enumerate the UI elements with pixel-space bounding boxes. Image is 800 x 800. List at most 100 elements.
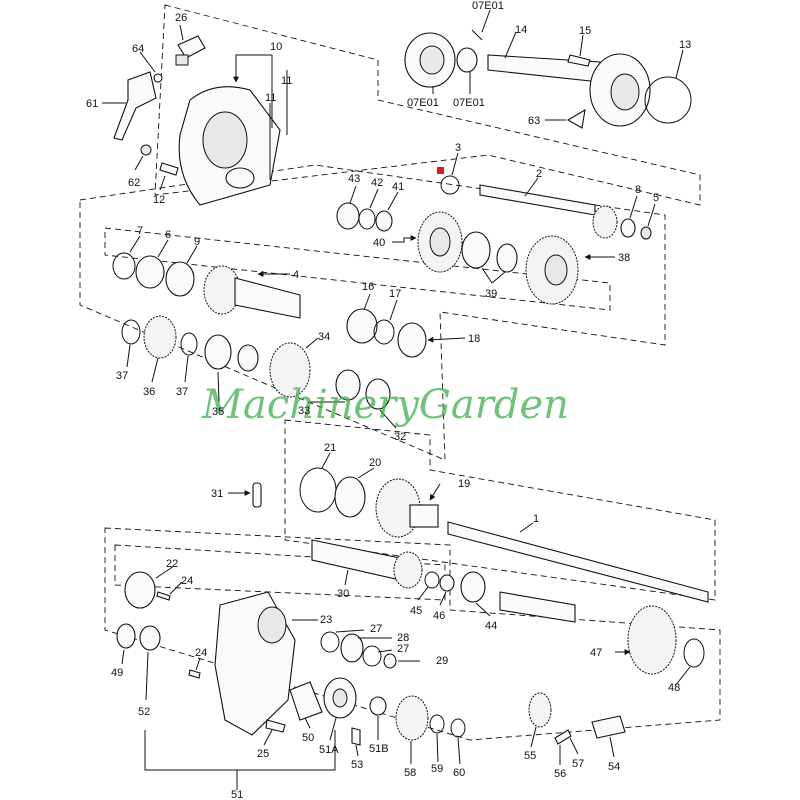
part-label-62: 62 (128, 177, 140, 189)
part-label-52: 52 (138, 706, 150, 718)
part-label-19: 19 (458, 478, 470, 490)
hub-flange-07e01 (404, 29, 483, 88)
part-label-56: 56 (554, 768, 566, 780)
part-label-38: 38 (618, 252, 630, 264)
part-label-27b: 27 (397, 643, 409, 655)
ring-37b (180, 332, 198, 356)
bearing-6 (135, 255, 165, 289)
bearing-33 (335, 369, 361, 401)
part-label-17: 17 (389, 288, 401, 300)
bearing-9 (165, 261, 195, 297)
gear-58 (395, 695, 429, 741)
part-label-12: 12 (153, 194, 165, 206)
input-shaft-4 (203, 265, 301, 319)
new-part-marker (437, 167, 444, 174)
ring-27a (320, 631, 340, 653)
bearing-35 (204, 334, 232, 370)
part-label-41: 41 (392, 181, 404, 193)
washer-46 (439, 574, 455, 592)
pin-15 (567, 54, 591, 67)
housing-23 (214, 591, 296, 736)
watermark: MachineryGarden (201, 382, 569, 428)
part-label-45: 45 (410, 605, 422, 617)
group-outline-top (154, 4, 701, 206)
part-label-2: 2 (536, 168, 542, 180)
snap-ring-3 (440, 175, 460, 195)
part-label-53: 53 (351, 759, 363, 771)
bracket-63 (566, 108, 586, 129)
part-label-23: 23 (320, 614, 332, 626)
part-label-20: 20 (369, 457, 381, 469)
part-label-25: 25 (257, 748, 269, 760)
part-label-37b: 37 (176, 386, 188, 398)
mainshaft-1 (447, 521, 709, 603)
bearing-49 (116, 623, 136, 649)
bearing-20 (334, 476, 366, 518)
ring-17 (373, 319, 395, 345)
part-label-44: 44 (485, 620, 497, 632)
shaft-44 (499, 591, 576, 623)
part-label-64: 64 (132, 43, 144, 55)
o-ring-13 (644, 76, 692, 124)
seal-51b (369, 696, 387, 716)
part-label-35: 35 (212, 406, 224, 418)
part-label-36: 36 (143, 386, 155, 398)
part-labels: 26 64 61 62 12 10 11 11 07E01 07E01 07E0… (86, 0, 691, 800)
part-label-5: 5 (653, 192, 659, 204)
countershaft-2 (479, 184, 618, 239)
ring-37a (121, 319, 141, 345)
part-label-49: 49 (111, 667, 123, 679)
washer-8 (620, 218, 636, 238)
part-label-48: 48 (668, 682, 680, 694)
part-label-30: 30 (337, 588, 349, 600)
part-label-11b: 11 (265, 92, 276, 104)
seal-16 (346, 308, 378, 344)
part-label-31: 31 (211, 488, 223, 500)
part-label-39: 39 (485, 288, 497, 300)
part-label-51: 51 (231, 789, 243, 800)
ring-59 (429, 714, 445, 734)
part-label-15: 15 (579, 25, 591, 37)
pin-31 (252, 482, 262, 508)
bolt-12 (159, 162, 179, 176)
part-label-34: 34 (318, 331, 330, 343)
part-label-37a: 37 (116, 370, 128, 382)
nut-62 (140, 144, 152, 156)
part-label-58: 58 (404, 767, 416, 779)
bellhousing-plate-10 (178, 86, 281, 206)
cap-5 (640, 226, 652, 240)
part-label-4: 4 (293, 269, 299, 281)
part-label-28: 28 (397, 632, 409, 644)
part-label-57: 57 (572, 758, 584, 770)
part-label-63: 63 (528, 115, 540, 127)
gasket-50 (289, 681, 323, 721)
part-label-46: 46 (433, 610, 445, 622)
part-label-32: 32 (394, 431, 406, 443)
pin-24b (188, 669, 201, 679)
group-outline-mainshaft (284, 419, 716, 601)
part-label-26: 26 (175, 12, 187, 24)
part-label-07e01a: 07E01 (472, 0, 504, 12)
part-label-07e01c: 07E01 (453, 97, 485, 109)
gear-38 (525, 235, 579, 305)
ring-45 (424, 571, 440, 589)
part-label-60: 60 (453, 767, 465, 779)
group-outline-inner (104, 227, 611, 311)
ring-60 (450, 718, 466, 738)
part-label-61: 61 (86, 98, 98, 110)
part-label-11a: 11 (281, 75, 292, 87)
bolt-53 (351, 727, 361, 746)
part-label-10: 10 (270, 41, 282, 53)
part-label-7: 7 (137, 225, 143, 237)
snap-ring-21 (299, 467, 337, 513)
part-label-18: 18 (468, 333, 480, 345)
part-label-8: 8 (635, 184, 641, 196)
part-label-22: 22 (166, 558, 178, 570)
part-label-43: 43 (348, 173, 360, 185)
part-label-59: 59 (431, 763, 443, 775)
part-label-16: 16 (362, 281, 374, 293)
part-label-29: 29 (436, 655, 448, 667)
gear-34 (269, 342, 311, 398)
lever-61 (113, 71, 157, 141)
